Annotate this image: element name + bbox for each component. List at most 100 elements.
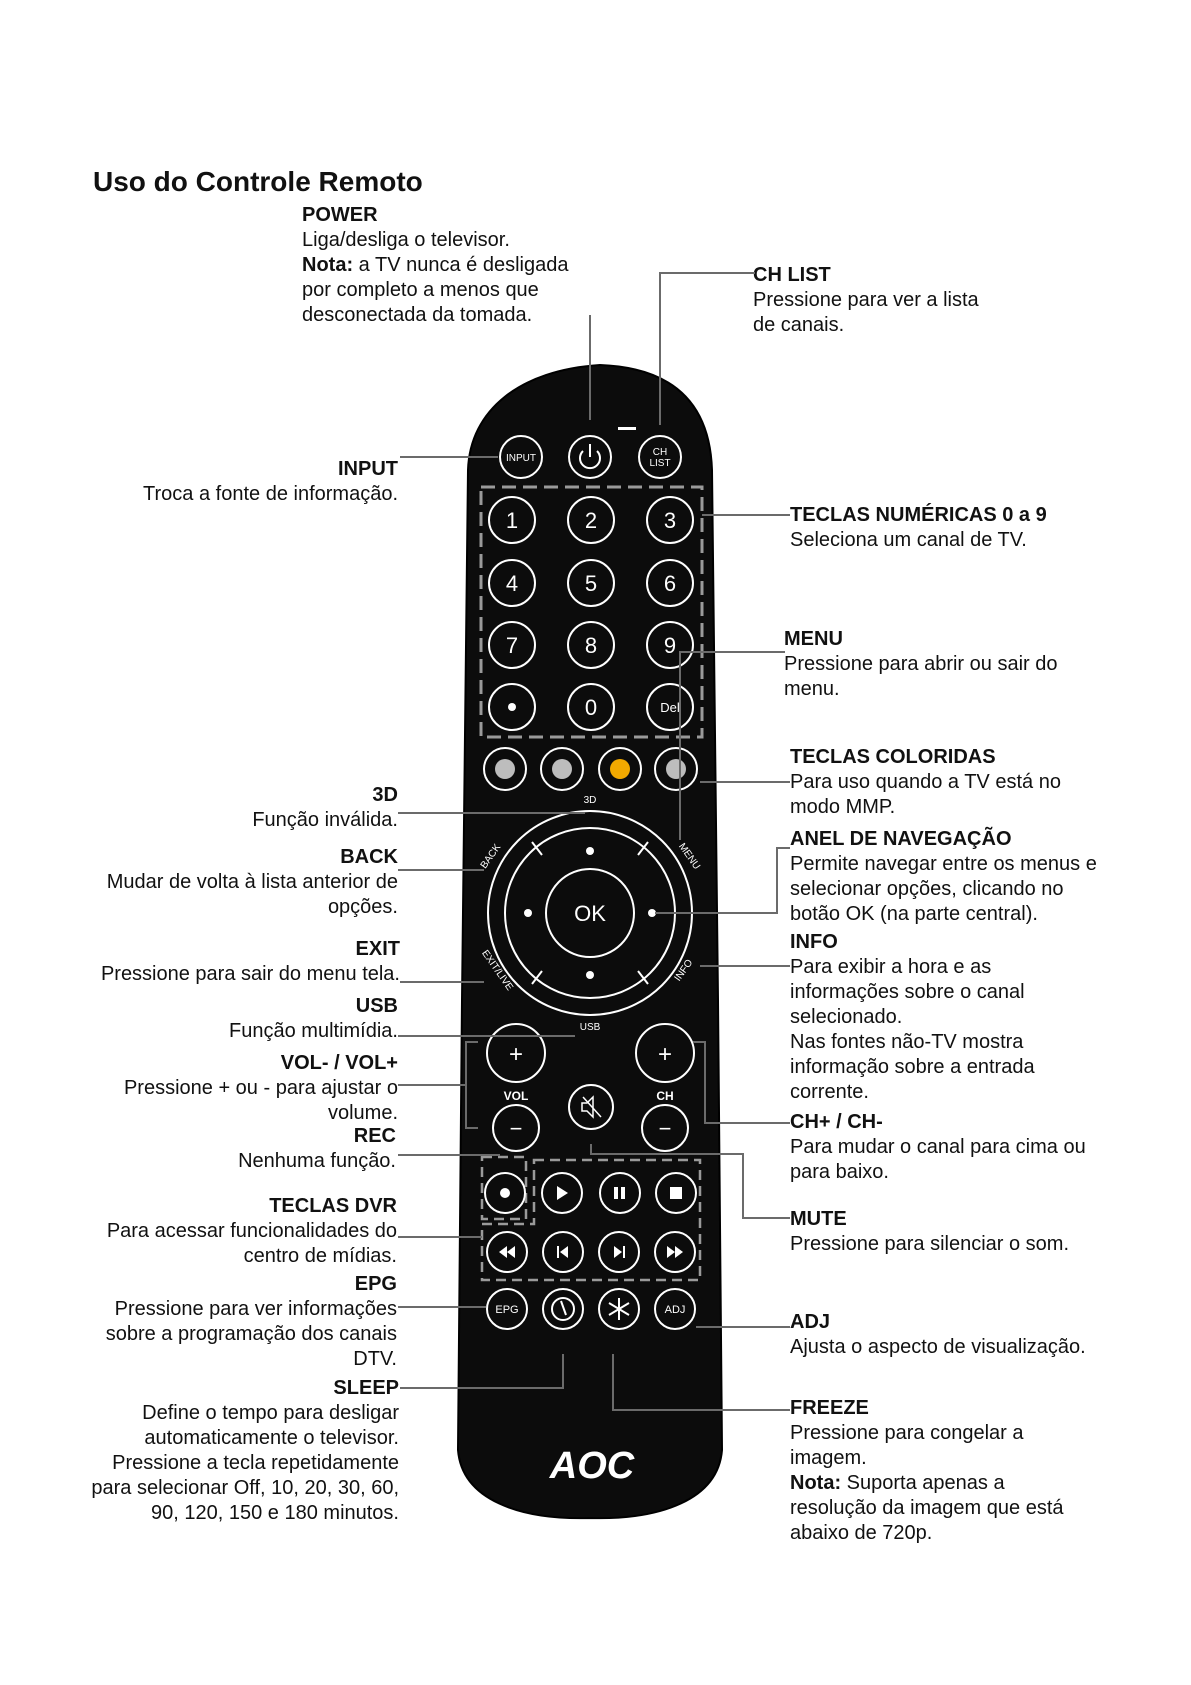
annotation-nav-ring: ANEL DE NAVEGAÇÃO Permite navegar entre …: [790, 827, 1106, 927]
vol-minus-label: −: [510, 1116, 523, 1141]
nav-down[interactable]: [586, 971, 594, 979]
mute-button[interactable]: [568, 1084, 614, 1130]
ring-label-usb: USB: [580, 1022, 601, 1033]
adj-button[interactable]: ADJ: [654, 1288, 696, 1330]
nav-left[interactable]: [524, 909, 532, 917]
key-9[interactable]: 9: [646, 621, 694, 669]
snowflake-icon: [608, 1298, 630, 1320]
key-del-label: Del: [660, 700, 680, 715]
key-8[interactable]: 8: [567, 621, 615, 669]
ok-button[interactable]: OK: [545, 868, 635, 958]
svg-text:6: 6: [664, 571, 676, 596]
svg-text:4: 4: [506, 571, 518, 596]
epg-button[interactable]: EPG: [486, 1288, 528, 1330]
key-7[interactable]: 7: [488, 621, 536, 669]
input-button[interactable]: INPUT: [499, 435, 543, 479]
annotation-menu: MENU Pressione para abrir ou sair do men…: [784, 627, 1094, 702]
svg-text:8: 8: [585, 633, 597, 658]
next-icon: [614, 1246, 625, 1258]
key-6[interactable]: 6: [646, 559, 694, 607]
annotation-exit-text: Pressione para sair do menu tela.: [100, 963, 400, 985]
color-key-4[interactable]: [654, 747, 698, 791]
annotation-ch-list-heading: CH LIST: [753, 264, 831, 286]
annotation-exit-heading: EXIT: [355, 938, 400, 960]
ring-label-3d: 3D: [584, 795, 597, 806]
key-del[interactable]: Del: [646, 683, 694, 731]
annotation-sleep-heading: SLEEP: [333, 1377, 399, 1399]
previous-button[interactable]: [542, 1231, 584, 1273]
power-button[interactable]: [568, 435, 612, 479]
rec-button[interactable]: [484, 1172, 526, 1214]
nav-up[interactable]: [586, 847, 594, 855]
annotation-back-heading: BACK: [340, 846, 398, 868]
annotation-back: BACK Mudar de volta à lista anterior de …: [80, 845, 398, 920]
pause-icon: [614, 1187, 625, 1199]
fast-forward-button[interactable]: [654, 1231, 696, 1273]
annotation-colored-heading: TECLAS COLORIDAS: [790, 746, 996, 768]
annotation-vol-heading: VOL- / VOL+: [280, 1052, 398, 1074]
svg-text:7: 7: [506, 633, 518, 658]
ch-plus-button[interactable]: +: [635, 1023, 695, 1083]
svg-text:9: 9: [664, 633, 676, 658]
annotation-sleep-text: Define o tempo para desligar automaticam…: [91, 1402, 399, 1524]
ir-led-indicator: [618, 427, 636, 430]
annotation-numeric-text: Seleciona um canal de TV.: [790, 529, 1027, 551]
key-5[interactable]: 5: [567, 559, 615, 607]
annotation-exit: EXIT Pressione para sair do menu tela.: [70, 937, 400, 987]
annotation-usb-text: Função multimídia.: [229, 1020, 398, 1042]
annotation-power-text: Liga/desliga o televisor.: [302, 229, 510, 251]
rewind-icon: [499, 1246, 515, 1258]
sleep-button[interactable]: [542, 1288, 584, 1330]
pause-button[interactable]: [599, 1172, 641, 1214]
previous-icon: [557, 1246, 568, 1258]
annotation-3d: 3D Função inválida.: [200, 783, 398, 833]
annotation-menu-text: Pressione para abrir ou sair do menu.: [784, 653, 1058, 700]
annotation-numeric-heading: TECLAS NUMÉRICAS 0 a 9: [790, 504, 1047, 526]
annotation-adj: ADJ Ajusta o aspecto de visualização.: [790, 1310, 1110, 1360]
annotation-ch: CH+ / CH- Para mudar o canal para cima o…: [790, 1110, 1110, 1185]
annotation-power-heading: POWER: [302, 204, 378, 226]
annotation-menu-heading: MENU: [784, 628, 843, 650]
sleep-icon: [551, 1297, 575, 1321]
record-icon: [500, 1188, 510, 1198]
epg-button-label: EPG: [495, 1304, 518, 1316]
annotation-3d-text: Função inválida.: [252, 809, 398, 831]
annotation-rec-text: Nenhuma função.: [238, 1150, 396, 1172]
annotation-colored-text: Para uso quando a TV está no modo MMP.: [790, 771, 1061, 818]
annotation-dvr: TECLAS DVR Para acessar funcionalidades …: [100, 1194, 397, 1269]
ch-minus-button[interactable]: −: [641, 1104, 689, 1152]
stop-button[interactable]: [655, 1172, 697, 1214]
play-button[interactable]: [541, 1172, 583, 1214]
annotation-ch-list: CH LIST Pressione para ver a lista de ca…: [753, 263, 993, 338]
nav-right[interactable]: [648, 909, 656, 917]
mute-icon: [581, 1095, 602, 1119]
rewind-button[interactable]: [486, 1231, 528, 1273]
annotation-epg-heading: EPG: [354, 1273, 397, 1295]
freeze-button[interactable]: [598, 1288, 640, 1330]
annotation-colored: TECLAS COLORIDAS Para uso quando a TV es…: [790, 745, 1090, 820]
page-title: Uso do Controle Remoto: [93, 166, 423, 197]
key-3[interactable]: 3: [646, 496, 694, 544]
annotation-ch-text: Para mudar o canal para cima ou para bai…: [790, 1136, 1086, 1183]
vol-minus-button[interactable]: −: [492, 1104, 540, 1152]
aoc-logo: AOC: [549, 1445, 635, 1487]
key-1[interactable]: 1: [488, 496, 536, 544]
next-button[interactable]: [598, 1231, 640, 1273]
annotation-power-note-label: Nota:: [302, 254, 354, 276]
annotation-mute-heading: MUTE: [790, 1208, 847, 1230]
color-key-3[interactable]: [598, 747, 642, 791]
annotation-info-text: Para exibir a hora e as informações sobr…: [790, 956, 1025, 1028]
key-dot[interactable]: [488, 683, 536, 731]
annotation-nav-ring-heading: ANEL DE NAVEGAÇÃO: [790, 828, 1012, 850]
color-key-2[interactable]: [540, 747, 584, 791]
ch-list-button[interactable]: CH LIST: [638, 435, 682, 479]
annotation-mute: MUTE Pressione para silenciar o som.: [790, 1207, 1110, 1257]
key-4[interactable]: 4: [488, 559, 536, 607]
color-key-1[interactable]: [483, 747, 527, 791]
vol-plus-button[interactable]: +: [486, 1023, 546, 1083]
annotation-numeric: TECLAS NUMÉRICAS 0 a 9 Seleciona um cana…: [790, 503, 1090, 553]
annotation-epg-text: Pressione para ver informações sobre a p…: [105, 1298, 397, 1370]
key-0[interactable]: 0: [567, 683, 615, 731]
key-2[interactable]: 2: [567, 496, 615, 544]
annotation-adj-text: Ajusta o aspecto de visualização.: [790, 1336, 1086, 1358]
